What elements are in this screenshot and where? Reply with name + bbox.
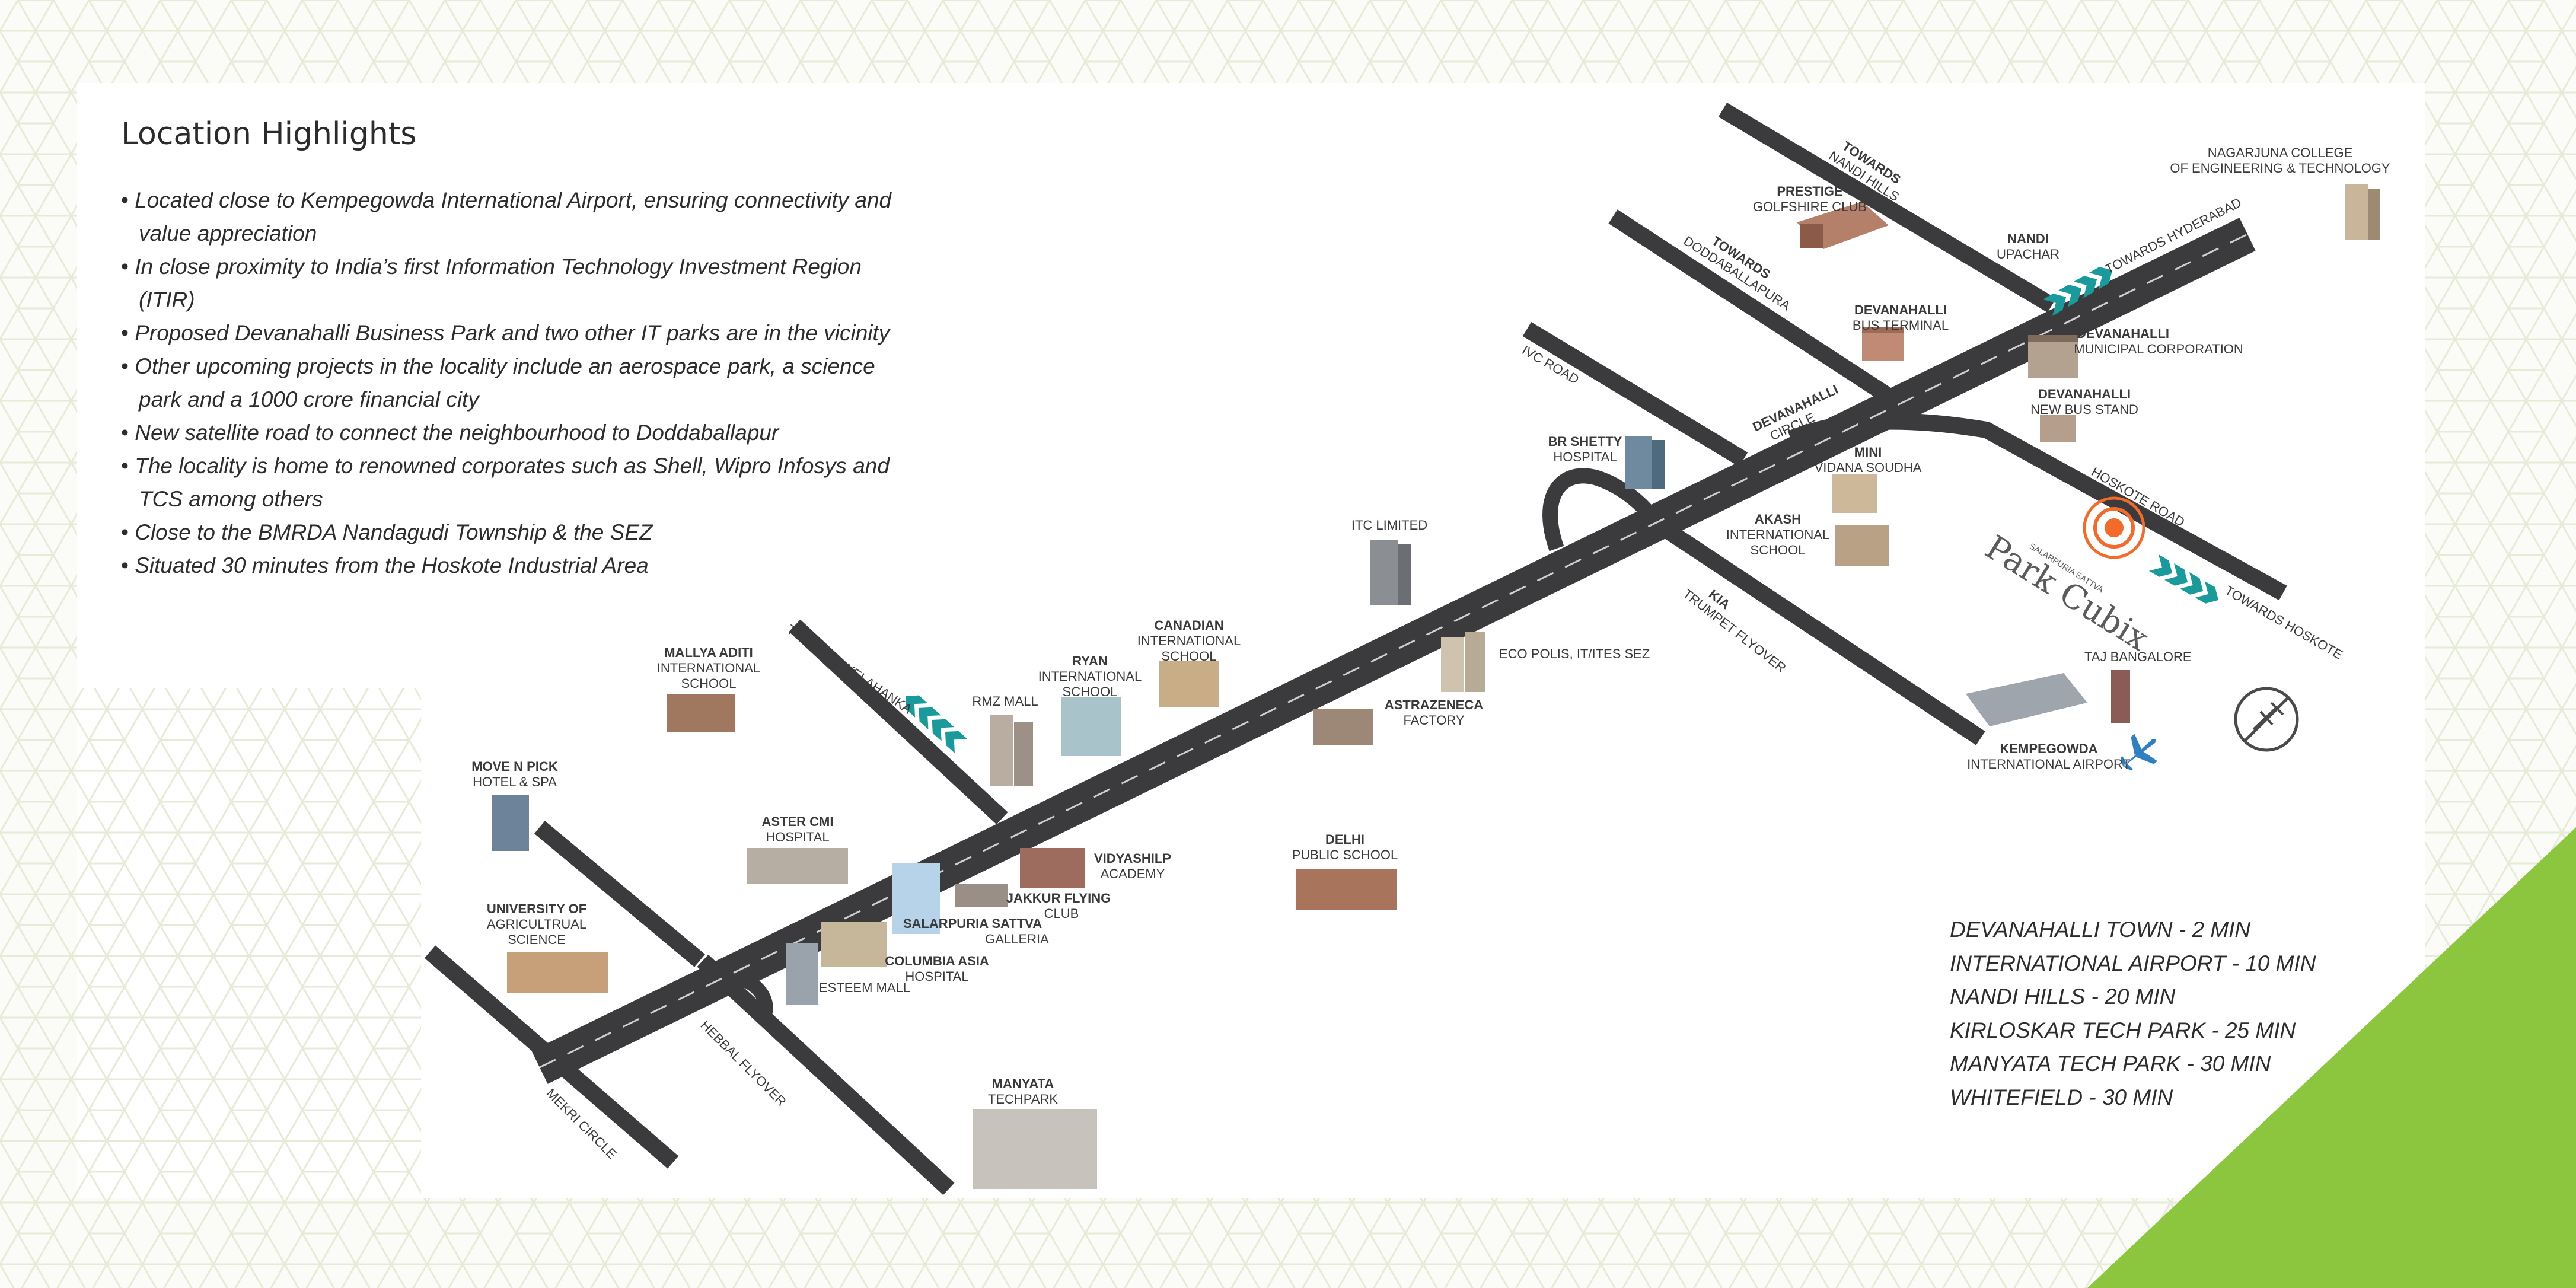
road-move-n-pick	[534, 821, 705, 967]
travel-time-item: INTERNATIONAL AIRPORT - 10 MIN	[1950, 951, 2316, 975]
project-name: Park Cubix	[1978, 528, 2155, 659]
arrows-hoskote	[2149, 554, 2219, 604]
road-hebbal-flyover	[697, 954, 955, 1195]
label-taj: TAJ BANGALORE	[2084, 649, 2192, 664]
building-taj	[2111, 670, 2130, 723]
project-logo: SALARPURIA SATTVA Park Cubix	[1978, 528, 2155, 659]
no-flying-icon	[2234, 687, 2299, 752]
direction-arrows-icon	[906, 267, 2219, 753]
building-canadian	[1159, 661, 1219, 707]
building-kempegowda	[1966, 673, 2087, 726]
travel-time-item: KIRLOSKAR TECH PARK - 25 MIN	[1950, 1018, 2296, 1042]
highlight-item: Proposed Devanahalli Business Park and t…	[121, 317, 892, 350]
highlight-item: Other upcoming projects in the locality …	[121, 350, 892, 416]
travel-time-item: WHITEFIELD - 30 MIN	[1950, 1085, 2173, 1110]
building-university	[507, 952, 608, 993]
label-rmz: RMZ MALL	[972, 694, 1038, 709]
building-nagarjuna	[2345, 184, 2380, 240]
building-jakkur	[955, 884, 1008, 907]
building-astrazeneca	[1313, 709, 1373, 745]
road-ivc	[1522, 322, 1748, 467]
building-ryan	[1061, 697, 1121, 756]
label-itc: ITC LIMITED	[1351, 518, 1427, 533]
building-esteem	[786, 943, 818, 1005]
road-nandi-hills	[1718, 102, 2057, 313]
highlight-item: Situated 30 minutes from the Hoskote Ind…	[121, 549, 892, 582]
building-move-n-pick	[492, 795, 529, 851]
label-kia: KIATRUMPET FLYOVER	[1680, 574, 1798, 675]
label-esteem: ESTEEM MALL	[819, 980, 910, 995]
buildings	[492, 184, 2380, 1189]
road-yelahanka	[789, 619, 1008, 825]
road-mekri	[424, 945, 679, 1169]
travel-time-item: NANDI HILLS - 20 MIN	[1950, 984, 2176, 1009]
label-towards-yelahanka: TOWARDS YELAHANKA	[784, 621, 915, 716]
highlight-item: Located close to Kempegowda Internationa…	[121, 184, 892, 250]
building-itc	[1370, 540, 1411, 605]
highlight-item: Close to the BMRDA Nandagudi Township & …	[121, 516, 892, 549]
building-mallya	[667, 694, 735, 732]
arrows-yelahanka	[906, 695, 968, 753]
building-delhi-ps	[1296, 869, 1397, 910]
airplane-icon	[2121, 734, 2158, 771]
building-municipal	[2028, 335, 2078, 378]
label-eco-polis: ECO POLIS, IT/ITES SEZ	[1499, 646, 1650, 661]
label-towards-hoskote: TOWARDS HOSKOTE	[2223, 583, 2345, 662]
building-manyata	[973, 1109, 1097, 1189]
highlight-item: In close proximity to India’s first Info…	[121, 250, 892, 317]
arrows-hyderabad	[2043, 267, 2113, 316]
highlights-list: Located close to Kempegowda Internationa…	[121, 184, 892, 582]
building-rmz	[990, 715, 1033, 786]
green-corner-accent	[2087, 827, 2576, 1288]
page-title: Location Highlights	[121, 116, 417, 152]
building-salarpuria	[892, 863, 940, 934]
road-kia-trumpet	[1650, 515, 1985, 745]
pattern-inset	[77, 688, 421, 1198]
building-bus-stand	[2040, 415, 2076, 442]
travel-time-item: MANYATA TECH PARK - 30 MIN	[1950, 1051, 2271, 1076]
building-mini-vidana	[1832, 474, 1889, 566]
building-vidyashilp	[1020, 848, 1085, 888]
travel-time-item: DEVANAHALLI TOWN - 2 MIN	[1950, 917, 2251, 942]
building-br-shetty	[1625, 436, 1665, 489]
building-eco-polis	[1441, 632, 1485, 692]
building-aster	[747, 848, 848, 884]
building-prestige	[1797, 202, 1889, 249]
building-columbia	[821, 922, 887, 967]
road-doddaballapura	[1608, 209, 1890, 401]
road-hoskote	[1787, 413, 2287, 601]
building-bus-terminal	[1862, 327, 1904, 361]
location-marker-icon	[2083, 496, 2145, 559]
travel-times-list: DEVANAHALLI TOWN - 2 MIN INTERNATIONAL A…	[1950, 913, 2316, 1114]
road-kia-loop	[1542, 468, 1662, 551]
highlight-item: The locality is home to renowned corpora…	[121, 449, 892, 516]
highlight-item: New satellite road to connect the neighb…	[121, 416, 892, 449]
